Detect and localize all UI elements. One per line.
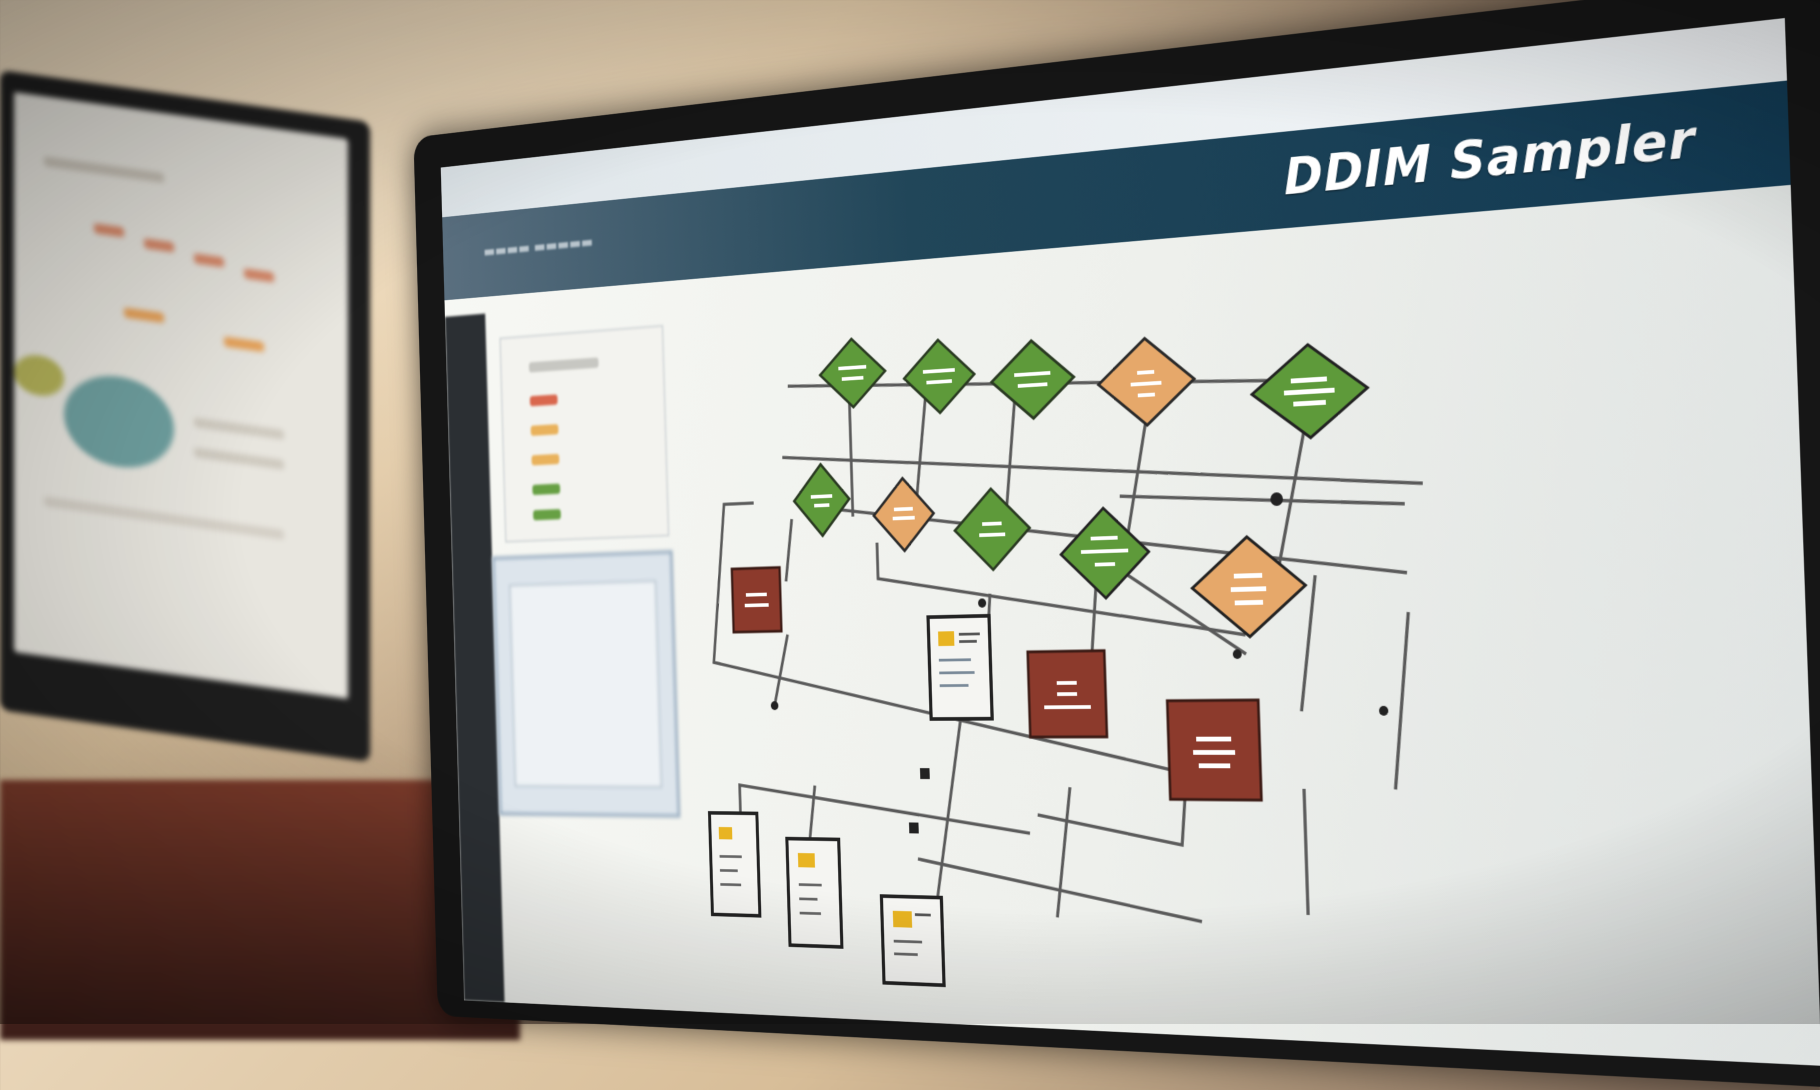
properties-dialog[interactable] — [491, 550, 681, 818]
node-orange-2[interactable] — [873, 477, 935, 552]
node-document-2[interactable] — [709, 813, 759, 916]
node-green-6[interactable] — [954, 487, 1031, 571]
node-document-1[interactable] — [928, 616, 992, 719]
legend-panel — [499, 324, 670, 543]
node-red-1[interactable] — [732, 567, 782, 632]
node-green-3[interactable] — [990, 338, 1075, 421]
node-document-3[interactable] — [787, 839, 842, 947]
node-red-2[interactable] — [1028, 651, 1107, 737]
node-green-1[interactable] — [819, 337, 886, 409]
node-orange-3[interactable] — [1191, 535, 1308, 638]
window-caption: ▬▬▬▬ ▬▬▬▬▬ — [483, 232, 594, 261]
properties-dialog-body — [509, 580, 663, 789]
monitor-screen: ▬▬▬▬ ▬▬▬▬▬ DDIM Sampler — [440, 18, 1820, 1066]
node-green-5[interactable] — [793, 463, 850, 537]
node-green-4[interactable] — [1250, 341, 1369, 441]
background-monitor — [0, 70, 370, 763]
flowchart-diagram — [674, 207, 1801, 1064]
main-monitor: ▬▬▬▬ ▬▬▬▬▬ DDIM Sampler — [354, 0, 1820, 1090]
node-document-4[interactable] — [881, 896, 944, 985]
node-green-7[interactable] — [1060, 506, 1151, 599]
node-red-3[interactable] — [1167, 700, 1261, 800]
node-orange-1[interactable] — [1097, 335, 1196, 428]
background-monitor-screen — [14, 91, 348, 699]
node-green-2[interactable] — [903, 337, 975, 414]
